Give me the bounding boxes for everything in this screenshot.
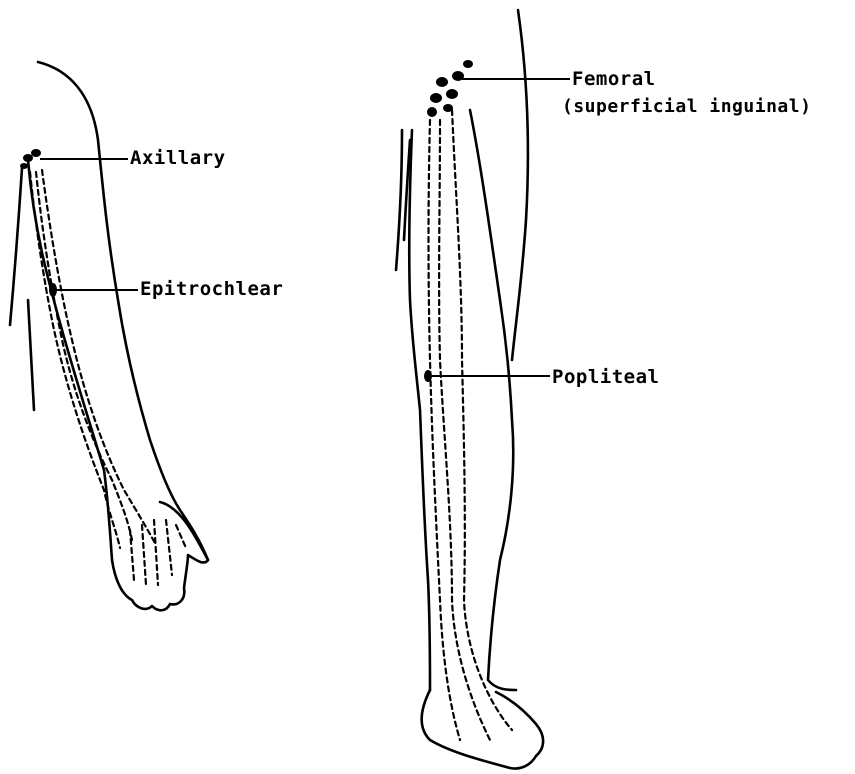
epitrochlear-node (49, 283, 57, 297)
torso-line (512, 10, 528, 360)
arm-vessel-2 (42, 170, 156, 545)
femoral-sub-label: (superficial inguinal) (562, 96, 811, 117)
axillary-node-2 (31, 149, 41, 157)
femoral-node-3 (463, 60, 473, 68)
foot-outline (422, 690, 543, 769)
femoral-node-4 (430, 93, 442, 103)
axillary-node-3 (20, 163, 28, 169)
femoral-node-6 (427, 107, 437, 117)
femoral-label: Femoral (572, 68, 656, 90)
leg-outline-outer (470, 110, 516, 690)
arm-drawing (10, 62, 208, 610)
axillary-node-1 (23, 154, 33, 162)
leg-vessel-3 (452, 110, 512, 730)
femoral-node-1 (436, 77, 448, 87)
femoral-node-7 (443, 104, 453, 112)
femoral-node-5 (446, 89, 458, 99)
axillary-label: Axillary (130, 147, 226, 169)
popliteal-node (424, 370, 432, 382)
arm-torso-line (10, 168, 34, 410)
arm-outline-outer (38, 62, 208, 560)
leg-drawing (396, 10, 570, 769)
epitrochlear-label: Epitrochlear (140, 278, 283, 300)
popliteal-label: Popliteal (552, 366, 659, 388)
leg-outline-inner (409, 130, 430, 690)
leg-side-line (396, 130, 410, 270)
hand-vessels (130, 520, 186, 585)
